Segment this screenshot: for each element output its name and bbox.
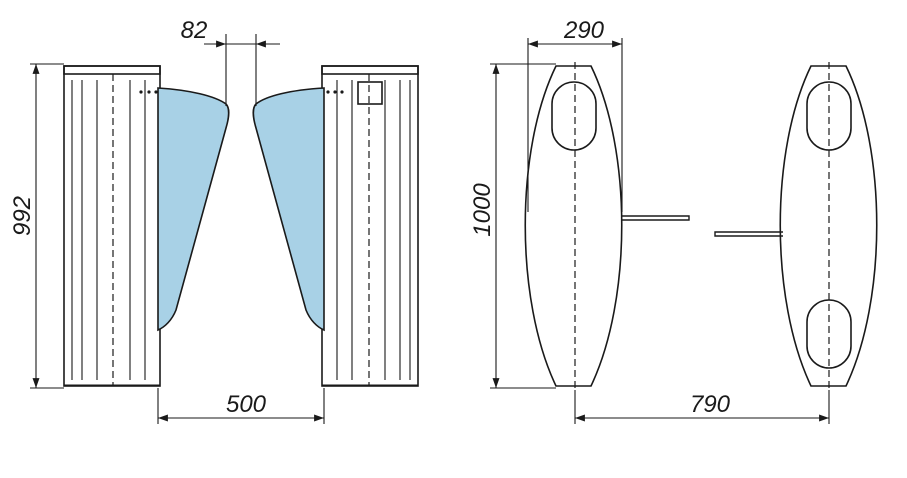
right-lens-cabinet xyxy=(714,62,878,390)
front-view: 992 82 500 xyxy=(9,17,419,424)
right-arm xyxy=(714,231,783,237)
card-reader-icon xyxy=(357,81,383,105)
dimension-label-500: 500 xyxy=(226,391,267,418)
dimension-overall-790: 790 xyxy=(574,390,830,424)
right-cabinet xyxy=(321,65,419,387)
left-arm xyxy=(621,215,690,221)
dimension-height-992: 992 xyxy=(9,63,64,389)
left-lens-cabinet xyxy=(524,62,690,390)
dimension-passage-500: 500 xyxy=(157,388,325,424)
dimension-height-1000: 1000 xyxy=(469,63,556,389)
dimension-gap-82: 82 xyxy=(181,17,280,106)
dimension-label-790: 790 xyxy=(690,391,731,418)
left-glass-flap xyxy=(157,87,230,332)
left-cabinet xyxy=(63,65,161,387)
top-view: 1000 290 790 xyxy=(469,17,878,424)
dimension-label-1000: 1000 xyxy=(469,183,496,237)
dimension-label-82: 82 xyxy=(181,17,208,44)
dimension-width-290: 290 xyxy=(527,17,623,212)
dimension-label-290: 290 xyxy=(563,17,605,44)
dimension-label-992: 992 xyxy=(9,196,36,236)
right-glass-flap xyxy=(252,87,325,332)
